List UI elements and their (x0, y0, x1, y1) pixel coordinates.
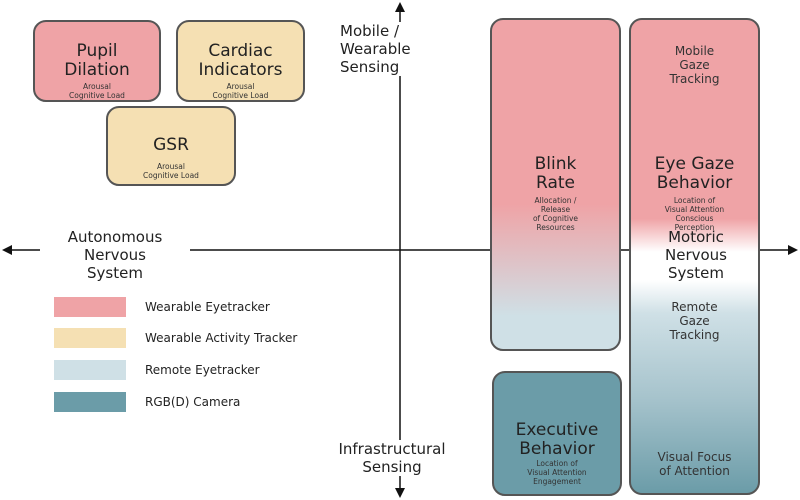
legend-swatch-remote-eyetracker (54, 360, 126, 380)
executive-behavior-title: Executive Behavior (515, 420, 599, 459)
legend-label-remote-eyetracker: Remote Eyetracker (145, 363, 260, 377)
legend-swatch-rgbd-camera (54, 392, 126, 412)
remote-gaze-tracking-label: Remote Gaze Tracking (669, 300, 720, 342)
gsr-box: GSR Arousal Cognitive Load (106, 106, 236, 186)
legend-label-rgbd-camera: RGB(D) Camera (145, 395, 241, 409)
blink-rate-box: Blink Rate Allocation / Release of Cogni… (490, 18, 621, 351)
arrow-left-icon (2, 245, 12, 255)
legend-label-wearable-activity-tracker: Wearable Activity Tracker (145, 331, 298, 345)
executive-behavior-box: Executive Behavior Location of Visual At… (492, 371, 622, 496)
executive-behavior-subtitle: Location of Visual Attention Engagement (527, 459, 587, 486)
gsr-title: GSR (153, 135, 189, 155)
pupil-dilation-title: Pupil Dilation (64, 41, 130, 80)
cardiac-indicators-box: Cardiac Indicators Arousal Cognitive Loa… (176, 20, 305, 102)
eye-gaze-behavior-box: Mobile Gaze Tracking Eye Gaze Behavior L… (629, 18, 760, 495)
blink-rate-title: Blink Rate (534, 154, 577, 193)
cardiac-indicators-subtitle: Arousal Cognitive Load (212, 82, 269, 100)
legend-swatch-wearable-eyetracker (54, 297, 126, 317)
arrow-right-icon (788, 245, 798, 255)
visual-focus-of-attention-label: Visual Focus of Attention (657, 450, 732, 478)
axis-label-top: Mobile / Wearable Sensing (340, 22, 470, 76)
pupil-dilation-box: Pupil Dilation Arousal Cognitive Load (33, 20, 161, 102)
legend-swatch-wearable-activity-tracker (54, 328, 126, 348)
pupil-dilation-subtitle: Arousal Cognitive Load (69, 82, 125, 100)
axis-label-left: Autonomous Nervous System (40, 228, 190, 282)
mobile-gaze-tracking-label: Mobile Gaze Tracking (669, 44, 720, 86)
blink-rate-subtitle: Allocation / Release of Cognitive Resour… (532, 196, 579, 232)
eye-gaze-behavior-title: Eye Gaze Behavior (654, 154, 735, 193)
axis-label-right: Motoric Nervous System (665, 228, 727, 282)
arrow-down-icon (395, 488, 405, 498)
gsr-subtitle: Arousal Cognitive Load (143, 162, 199, 180)
eye-gaze-behavior-subtitle: Location of Visual Attention Conscious P… (664, 196, 725, 232)
arrow-up-icon (395, 2, 405, 12)
cardiac-indicators-title: Cardiac Indicators (198, 41, 283, 80)
axis-label-bottom: Infrastructural Sensing (322, 440, 462, 476)
legend-label-wearable-eyetracker: Wearable Eyetracker (145, 300, 270, 314)
